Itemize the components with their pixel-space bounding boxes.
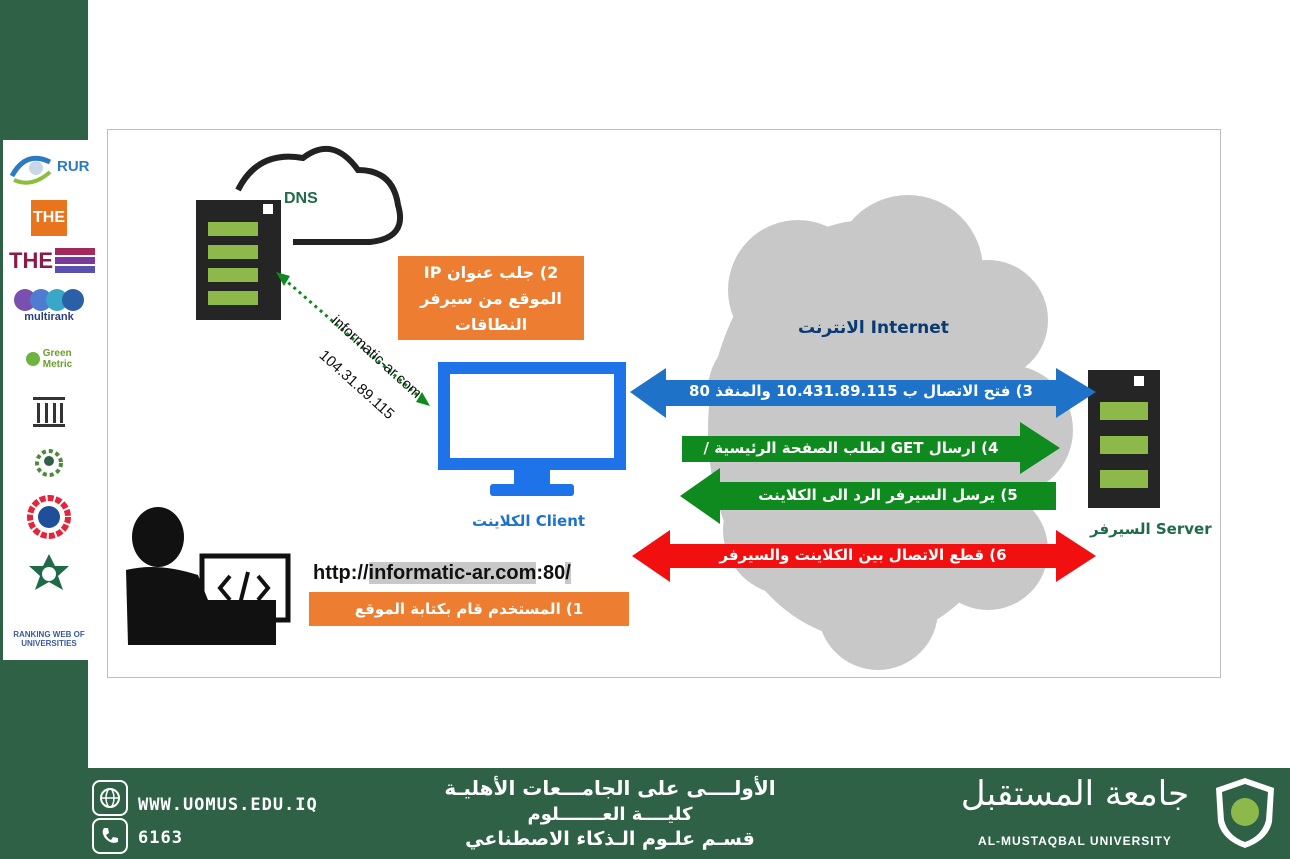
http-diagram: DNS 2) جلب عنوان IP الموقع من سيرفر النط… xyxy=(107,129,1221,678)
step4-arrow xyxy=(682,422,1060,474)
the-impact-text: THE xyxy=(9,248,53,273)
rur-text: RUR xyxy=(57,158,90,175)
url-prefix: http:// xyxy=(313,562,369,584)
pillars-icon xyxy=(33,397,65,427)
url-text: http://informatic-ar.com:80/ xyxy=(313,562,571,585)
university-name-ar: جامعة المستقبل xyxy=(960,774,1190,814)
step2-line2: الموقع من سيرفر xyxy=(420,289,562,308)
phone-icon xyxy=(92,818,128,854)
institution-logo xyxy=(3,392,95,432)
client-monitor-icon xyxy=(438,362,626,496)
step6-arrow xyxy=(632,530,1096,582)
sdg-wheel-icon xyxy=(27,495,71,539)
star-seal-icon xyxy=(29,554,69,590)
metric-text: Metric xyxy=(42,359,73,370)
url-slash: / xyxy=(565,562,571,584)
url-port: :80 xyxy=(536,562,566,584)
engineers-federation-logo xyxy=(3,548,95,604)
url-domain: informatic-ar.com xyxy=(368,562,537,584)
footer-line2: كليــــة العـــــــلوم xyxy=(527,804,693,825)
green-text: Green xyxy=(42,348,72,359)
step1-label: 1) المستخدم قام بكتابة الموقع xyxy=(354,600,584,618)
step2-box: 2) جلب عنوان IP الموقع من سيرفر النطاقات xyxy=(398,256,584,340)
multirank-logo: multirank xyxy=(3,282,95,330)
footer-line1: الأولــــى على الجامـــعات الأهليـة xyxy=(444,776,776,800)
webometrics-logo: RANKING WEB OF UNIVERSITIES xyxy=(3,626,95,652)
internet-cloud-icon xyxy=(708,195,1073,670)
footer-phone: 6163 xyxy=(138,828,183,848)
footer-website[interactable]: WWW.UOMUS.EDU.IQ xyxy=(138,795,318,815)
the-text: THE xyxy=(31,200,67,236)
globe-icon xyxy=(92,780,128,816)
step3-arrow xyxy=(630,368,1096,418)
arab-rank-logo xyxy=(3,440,95,486)
sdg-logo xyxy=(3,494,95,540)
dns-server-icon xyxy=(196,200,281,320)
step5-label: 5) يرسل السيرفر الرد الى الكلاينت xyxy=(758,486,1018,504)
webometrics-text: RANKING WEB OF UNIVERSITIES xyxy=(13,630,85,648)
step2-line3: النطاقات xyxy=(454,315,528,334)
step3-label: 3) فتح الاتصال ب 10.431.89.115 والمنفذ 8… xyxy=(689,382,1033,400)
university-name-en: AL-MUSTAQBAL UNIVERSITY xyxy=(978,834,1172,848)
step1-box: 1) المستخدم قام بكتابة الموقع xyxy=(309,592,629,626)
dns-client-link xyxy=(276,272,430,406)
greenmetric-logo: Green Metric xyxy=(3,336,95,382)
multirank-text: multirank xyxy=(24,311,74,323)
rankings-strip: RUR THE THE multirank Green Metric xyxy=(3,140,95,660)
step2-line1: 2) جلب عنوان IP xyxy=(423,263,559,282)
server-label: السيرفر Server xyxy=(1090,520,1212,538)
step4-label: 4) ارسال GET لطلب الصفحة الرئيسية / xyxy=(703,439,999,457)
client-label: الكلاينت Client xyxy=(472,512,586,530)
the-logo: THE xyxy=(3,198,95,238)
wreath-icon xyxy=(35,449,63,477)
rur-icon xyxy=(9,155,52,185)
internet-label: الانترنت Internet xyxy=(798,318,949,338)
dns-cloud-icon xyxy=(235,146,403,245)
diagram-graphics xyxy=(126,146,1160,670)
footer-bar xyxy=(0,768,1290,859)
server-tower-icon xyxy=(1088,370,1160,508)
university-crest-icon xyxy=(1212,776,1278,850)
dns-label: DNS xyxy=(284,190,318,207)
rur-logo: RUR xyxy=(3,148,95,188)
step6-label: 6) قطع الاتصال بين الكلاينت والسيرفر xyxy=(719,546,1007,564)
the-impact-logo: THE xyxy=(3,244,95,278)
step5-arrow xyxy=(680,468,1056,524)
footer-line3: قسـم علـوم الـذكاء الاصطناعي xyxy=(465,828,755,850)
user-developer-icon xyxy=(126,507,291,645)
